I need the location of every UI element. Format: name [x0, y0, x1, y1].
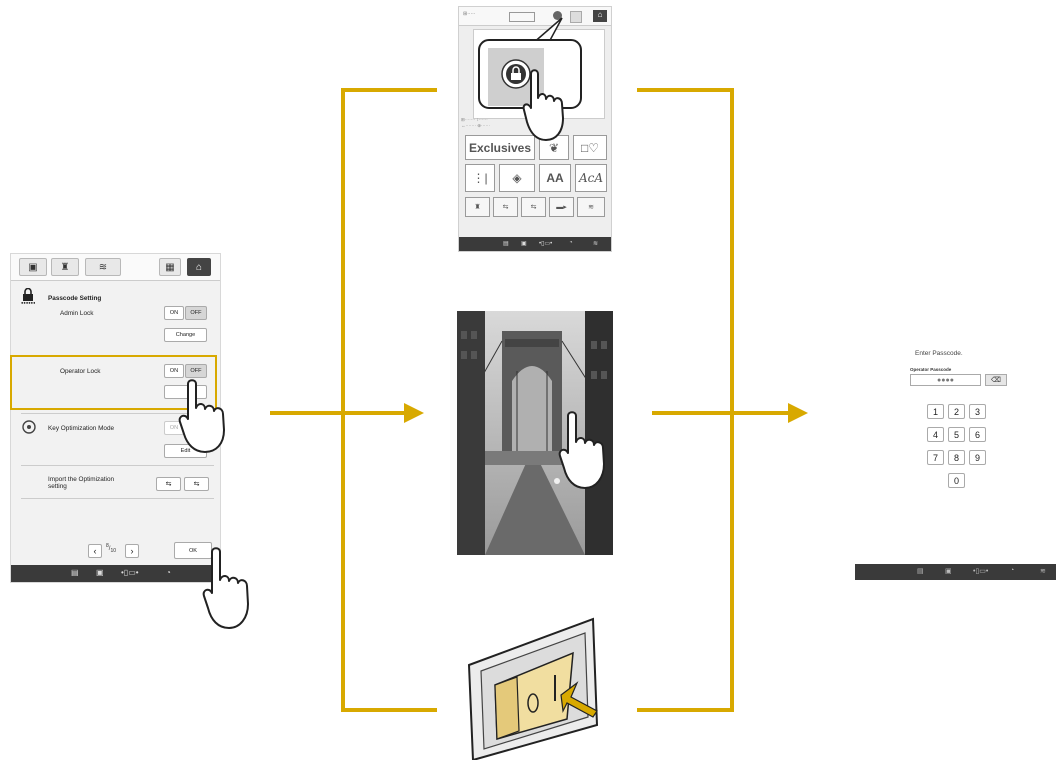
admin-on-button[interactable]: ON [164, 306, 184, 320]
passcode-setting-label: Passcode Setting [48, 295, 102, 302]
prev-page-button[interactable]: ‹ [88, 544, 102, 558]
usb-1-icon[interactable]: ⇆ [493, 197, 518, 217]
machine-memory-icon[interactable]: ♜ [465, 197, 490, 217]
frame-shape-icon[interactable]: □♡ [573, 135, 607, 160]
import-setting-label: Import the Optimization setting [48, 476, 114, 490]
key-optimization-icon [22, 420, 36, 434]
admin-off-button[interactable]: OFF [185, 306, 207, 320]
settings-tabbar: ▣ ♜ ≋ ▦ ⌂ [11, 254, 220, 281]
thread-icon: •▯▭• [539, 241, 553, 247]
key-8[interactable]: 8 [948, 450, 965, 465]
page-indicator: 8/10 [106, 543, 117, 555]
key-2[interactable]: 2 [948, 404, 965, 419]
home-icon[interactable]: ⌂ [593, 10, 607, 22]
file-icon: ▤ [917, 568, 924, 575]
page-total: 10 [110, 548, 117, 555]
help-icon[interactable]: ▣ [521, 241, 527, 247]
thread-icon: •▯▭• [973, 568, 989, 575]
divider [21, 498, 214, 499]
import-label-line2: setting [48, 483, 67, 490]
change-button[interactable]: Change [164, 328, 207, 342]
key-3[interactable]: 3 [969, 404, 986, 419]
home-icon[interactable]: ⌂ [187, 258, 211, 276]
import-label-line1: Import the Optimization [48, 476, 115, 483]
home-topbar: ⊞····· ⌂ [459, 7, 611, 26]
hand-pointer-icon [178, 379, 225, 453]
key-optimization-label: Key Optimization Mode [48, 425, 115, 432]
right-bracket-line [637, 88, 734, 712]
help-icon[interactable]: ▣ [96, 568, 104, 577]
status-navbar: ▤ ▣ •▯▭• ◔ [11, 565, 220, 582]
clock-icon: ◔ [166, 568, 171, 577]
key-4[interactable]: 4 [927, 427, 944, 442]
script-font-button[interactable]: AcA [575, 164, 607, 192]
key-9[interactable]: 9 [969, 450, 986, 465]
operator-lock-label: Operator Lock [60, 368, 101, 375]
passcode-lock-icon[interactable] [553, 11, 562, 20]
arrow-to-photo [404, 403, 424, 423]
passcode-title: Enter Passcode. [915, 350, 963, 357]
exclusives-button[interactable]: Exclusives [465, 135, 535, 160]
hand-pointer-ok-icon [202, 547, 249, 629]
key-7[interactable]: 7 [927, 450, 944, 465]
pc-transfer-icon[interactable]: ▬▸ [549, 197, 574, 217]
screensaver-photo [457, 311, 613, 555]
help-icon: ▣ [945, 568, 952, 575]
divider [21, 413, 214, 414]
machine-tab-icon[interactable]: ♜ [51, 258, 79, 276]
settings-screen: ▣ ♜ ≋ ▦ ⌂ ●●●●●● Passcode Setting Admin … [10, 253, 221, 583]
screen-tab-icon[interactable]: ▦ [159, 258, 181, 276]
wifi-status-icon: ≋ [593, 241, 599, 247]
svg-text:●●●●●●: ●●●●●● [21, 300, 35, 304]
home-navbar: ▤ ▣ •▯▭• ◔ ≋ [459, 237, 611, 251]
arrow-to-passcode [788, 403, 808, 423]
wifi-tab-icon[interactable]: ≋ [85, 258, 121, 276]
operator-off-button[interactable]: OFF [185, 364, 207, 378]
border-design-icon[interactable]: ⋮| [465, 164, 495, 192]
operator-passcode-label: Operator Passcode [910, 367, 952, 372]
clock-icon: ◔ [1010, 567, 1015, 574]
operator-lock-highlight [10, 355, 217, 410]
usb-2-icon[interactable]: ⇆ [521, 197, 546, 217]
thread-icon: •▯▭• [121, 568, 139, 577]
usb-import-2-button[interactable]: ⇆ [184, 477, 209, 491]
next-page-button[interactable]: › [125, 544, 139, 558]
lock-icon: ●●●●●● [21, 288, 35, 304]
admin-lock-label: Admin Lock [60, 310, 94, 317]
font-button[interactable]: AA [539, 164, 571, 192]
page-current: 8 [106, 543, 109, 549]
key-6[interactable]: 6 [969, 427, 986, 442]
wifi-status-icon: ≋ [1040, 568, 1046, 575]
press-arrow-icon [560, 681, 598, 718]
design-info-text: ⊞······· ↕······↔······· ⊕······ [461, 117, 491, 128]
settings-tab-icon[interactable]: ▣ [19, 258, 47, 276]
key-1[interactable]: 1 [927, 404, 944, 419]
frame-size-icon [509, 12, 535, 22]
usb-import-1-button[interactable]: ⇆ [156, 477, 181, 491]
passcode-input[interactable]: ●●●● [910, 374, 981, 386]
hand-pointer-photo-icon [558, 411, 605, 489]
monogram-design-icon[interactable]: ◈ [499, 164, 535, 192]
backspace-icon[interactable]: ⌫ [985, 374, 1007, 386]
operator-on-button[interactable]: ON [164, 364, 184, 378]
clock-icon: ◔ [569, 240, 573, 246]
power-switch [467, 617, 599, 760]
key-0[interactable]: 0 [948, 473, 965, 488]
key-5[interactable]: 5 [948, 427, 965, 442]
left-bracket-line [341, 88, 437, 712]
camera-icon[interactable] [570, 11, 582, 23]
file-icon: ▤ [503, 241, 509, 247]
divider [21, 465, 214, 466]
design-size-icon: ⊞····· [463, 11, 476, 17]
wireless-icon[interactable]: ≋ [577, 197, 605, 217]
passcode-screen: Enter Passcode. Operator Passcode ●●●● ⌫… [855, 345, 1056, 582]
passcode-navbar: ▤ ▣ •▯▭• ◔ ≋ [855, 564, 1056, 580]
ok-button[interactable]: OK [174, 542, 212, 559]
hand-pointer-lock-icon [522, 69, 564, 141]
file-icon: ▤ [71, 568, 79, 577]
